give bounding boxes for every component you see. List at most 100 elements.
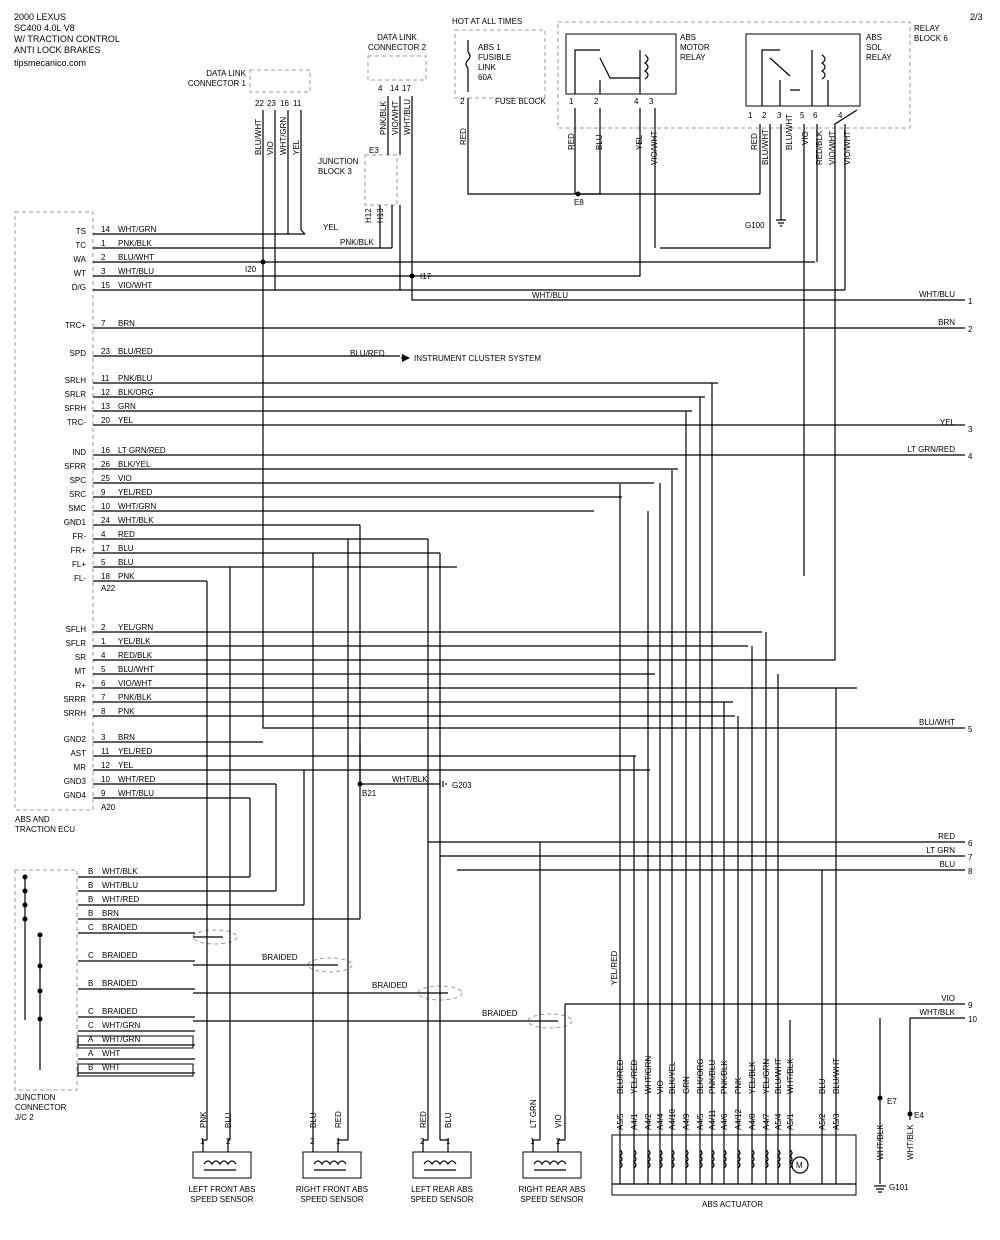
- jc2-splice: [37, 963, 43, 969]
- sol-relay-label-1: ABS: [866, 33, 882, 42]
- ecu-pin-number: 24: [101, 516, 110, 525]
- dlc1-wire-label: BLU/WHT: [254, 119, 263, 155]
- sol-relay-contacts-icon: [761, 49, 829, 106]
- sensor-coil-icon: [203, 1160, 237, 1171]
- title-line-2: SC400 4.0L V8: [14, 23, 75, 33]
- ecu-pin-name: SRLH: [65, 376, 87, 385]
- ecu-pin-name: SRLR: [65, 390, 87, 399]
- ecu-pin-number: 9: [101, 789, 106, 798]
- jc2-label-2: CONNECTOR: [15, 1103, 67, 1112]
- sensor-wire-label: RED: [419, 1111, 428, 1128]
- ground-wire-label: WHT/BLK: [876, 1124, 885, 1160]
- g100-label: G100: [745, 221, 765, 230]
- sensor-wire-label: LT GRN: [529, 1099, 538, 1128]
- ecu-pin-name: IND: [72, 448, 86, 457]
- ecu-pin-number: 16: [101, 446, 110, 455]
- dlc1-label-1: DATA LINK: [206, 69, 246, 78]
- solenoid-icon: [647, 1149, 651, 1169]
- ecu-wire-color: BLU/WHT: [118, 253, 154, 262]
- ground-icon: [874, 1185, 886, 1193]
- motor-relay-label-3: RELAY: [680, 53, 706, 62]
- g203-label: G203: [452, 781, 472, 790]
- jb3-label-1: JUNCTION: [318, 157, 359, 166]
- ecu-wire-color: YEL/RED: [118, 488, 152, 497]
- speed-sensor-box: [302, 1151, 362, 1179]
- jc2-splice: [22, 916, 28, 922]
- fuse-label-3: LINK: [478, 63, 496, 72]
- source-label: tipsmecanico.com: [14, 58, 86, 68]
- actuator-wire-label: GRN: [682, 1076, 691, 1094]
- actuator-pin: A5/5: [616, 1113, 625, 1130]
- ecu-pin-number: 4: [101, 651, 106, 660]
- actuator-wire-label: WHT/BLK: [786, 1058, 795, 1094]
- ecu-pin-number: 10: [101, 775, 110, 784]
- right-edge-wire-label: LT GRN: [926, 846, 955, 855]
- ecu-pin-name: GND1: [64, 518, 87, 527]
- actuator-pin: A5/2: [818, 1113, 827, 1130]
- ecu-wire-color: WHT/BLU: [118, 267, 154, 276]
- jc2-wire-label: BRAIDED: [102, 979, 138, 988]
- ecu-pin-number: 6: [101, 679, 106, 688]
- sol-relay-label-3: RELAY: [866, 53, 892, 62]
- ecu-wire-color: RED: [118, 530, 135, 539]
- jc2-splice: [22, 874, 28, 880]
- actuator-pin: A4/4: [656, 1113, 665, 1130]
- braided-label: BRAIDED: [482, 1009, 518, 1018]
- actuator-wire-label: PNK/BLU: [708, 1060, 717, 1094]
- ecu-pin-name: SFRR: [64, 462, 86, 471]
- e8-label: E8: [574, 198, 584, 207]
- ecu-wire-color: WHT/BLU: [118, 789, 154, 798]
- fuse-block-label: FUSE BLOCK: [495, 97, 546, 106]
- ecu-pin-name: FR+: [71, 546, 87, 555]
- ecu-pin-name: AST: [70, 749, 86, 758]
- ecu-wire-color: PNK/BLK: [118, 693, 152, 702]
- motor-relay-label-2: MOTOR: [680, 43, 710, 52]
- right-edge-wire-label: VIO: [941, 994, 955, 1003]
- sol-relay-pin: 6: [813, 111, 818, 120]
- jc2-pin: B: [88, 979, 93, 988]
- solenoid-icon: [723, 1149, 727, 1169]
- blu-red-label: BLU/RED: [350, 349, 385, 358]
- ecu-pin-name: GND4: [64, 791, 87, 800]
- ecu-pin-number: 7: [101, 693, 106, 702]
- jc2-wire-label: BRAIDED: [102, 1007, 138, 1016]
- yel-label: YEL: [323, 223, 339, 232]
- sol-relay-wire-label: BLU/WHT: [785, 114, 794, 150]
- dlc1-wire-label: WHT/GRN: [279, 117, 288, 155]
- ecu-pin-number: 8: [101, 707, 106, 716]
- ecu-pin-name: GND2: [64, 735, 87, 744]
- jc2-pin: B: [88, 881, 93, 890]
- ecu-wire-color: WHT/GRN: [118, 225, 156, 234]
- jc2-splice: [22, 888, 28, 894]
- fuse-label-2: FUSIBLE: [478, 53, 511, 62]
- actuator-pin: A4/12: [734, 1109, 743, 1130]
- ecu-pin-number: 3: [101, 733, 106, 742]
- sol-relay-pin: 4: [838, 111, 843, 120]
- sol-relay-pin: 1: [748, 111, 753, 120]
- wire: [24, 877, 41, 1070]
- ecu-pin-name: MT: [74, 667, 86, 676]
- sensor-wire-label: BLU: [444, 1112, 453, 1128]
- speed-sensor-box: [522, 1151, 582, 1179]
- ecu-label-2: TRACTION ECU: [15, 825, 75, 834]
- actuator-wire-label: YEL/BLK: [748, 1061, 757, 1094]
- sol-relay-wire-label: RED: [750, 133, 759, 150]
- e4-splice: [907, 1111, 913, 1117]
- relay-block-box: [557, 21, 911, 129]
- sol-relay-label-2: SOL: [866, 43, 883, 52]
- motor-relay-pin: 3: [649, 97, 654, 106]
- jc2-wire-label: WHT/GRN: [102, 1021, 140, 1030]
- ground-wire-label: WHT/BLK: [906, 1124, 915, 1160]
- wire: [300, 229, 306, 235]
- ecu-pin-number: 26: [101, 460, 110, 469]
- dlc2-label-1: DATA LINK: [377, 33, 417, 42]
- wire: [227, 1139, 230, 1152]
- braided-label: BRAIDED: [262, 953, 298, 962]
- fusible-link-icon: [465, 40, 471, 92]
- solenoid-icon: [659, 1149, 663, 1169]
- actuator-label: ABS ACTUATOR: [702, 1200, 763, 1209]
- actuator-pin: A4/2: [644, 1113, 653, 1130]
- motor-relay-contacts-icon: [574, 49, 649, 94]
- ecu-pin-number: 1: [101, 239, 106, 248]
- sensor-coil-icon: [533, 1160, 567, 1171]
